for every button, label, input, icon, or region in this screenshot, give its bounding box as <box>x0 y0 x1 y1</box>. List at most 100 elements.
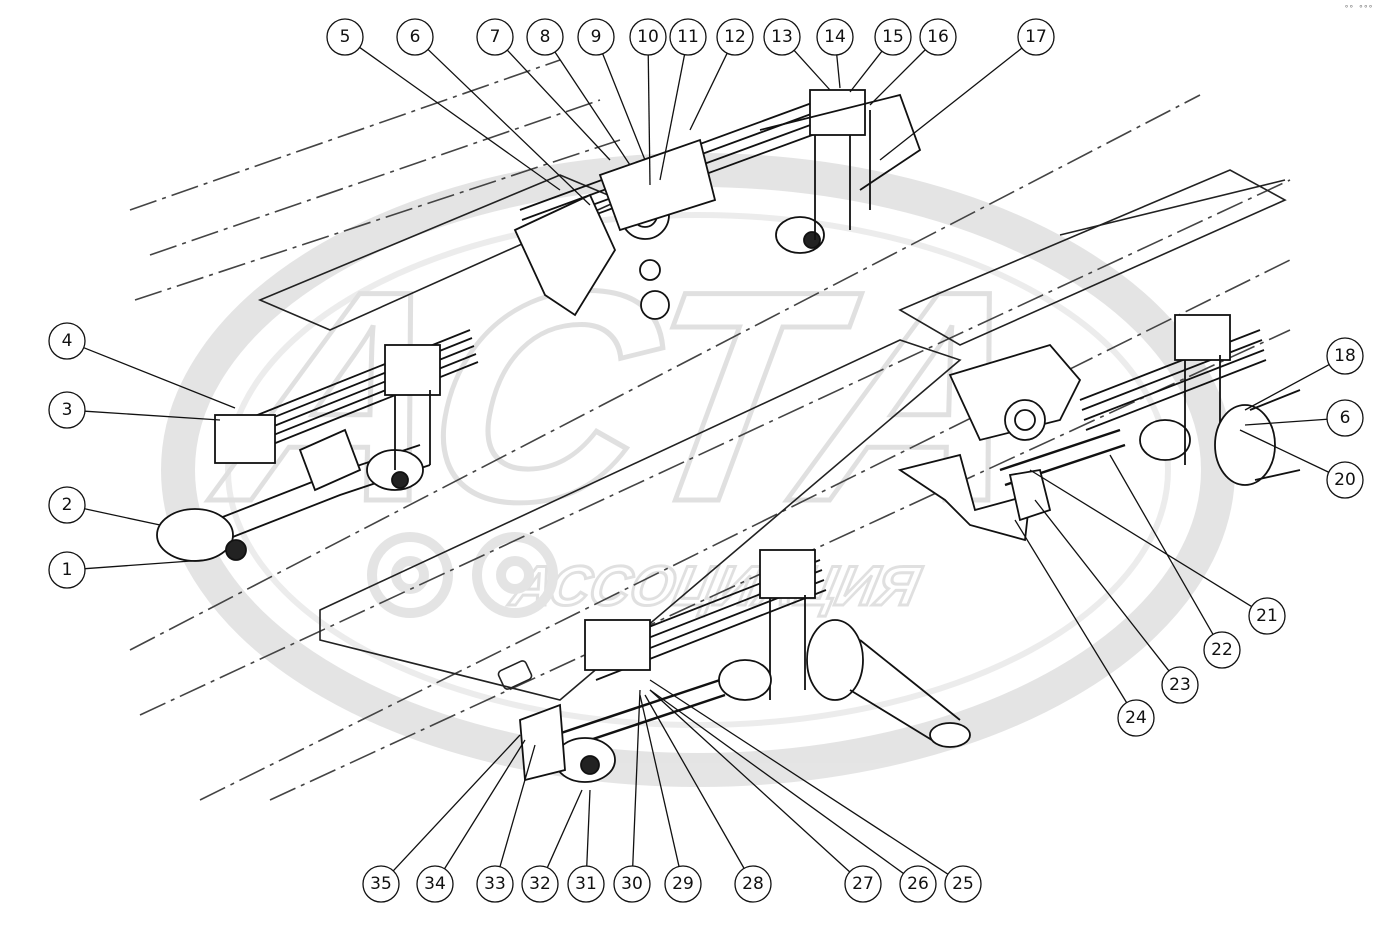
callout-30: 30 <box>613 865 651 903</box>
callout-label: 2 <box>62 495 73 515</box>
callout-6: 6 <box>396 18 434 56</box>
callout-circle <box>919 18 957 56</box>
callout-leader <box>1239 429 1330 473</box>
callout-leader <box>649 689 851 873</box>
callout-label: 33 <box>484 874 506 894</box>
callout-label: 10 <box>637 27 659 47</box>
callout-label: 27 <box>852 874 874 894</box>
callout-20: 20 <box>1326 461 1364 499</box>
callout-3: 3 <box>48 391 86 429</box>
callout-leader <box>443 739 526 870</box>
callout-circle <box>944 865 982 903</box>
callout-leader <box>869 49 926 106</box>
callout-circle <box>1326 337 1364 375</box>
rear-lower-axle-assembly <box>519 549 971 783</box>
callout-10: 10 <box>629 18 667 56</box>
callout-21: 21 <box>1248 597 1286 635</box>
frame-rails <box>129 59 1291 801</box>
callout-label: 35 <box>370 874 392 894</box>
callout-leader <box>639 694 680 867</box>
callout-leader <box>644 694 745 869</box>
callout-circle <box>844 865 882 903</box>
callout-2: 2 <box>48 486 86 524</box>
callout-leader <box>427 48 591 206</box>
callout-leader <box>84 559 206 570</box>
callout-circle <box>521 865 559 903</box>
callout-label: 8 <box>540 27 551 47</box>
callout-circle <box>48 322 86 360</box>
callout-leader <box>546 789 583 868</box>
callout-26: 26 <box>899 865 937 903</box>
callout-circle <box>48 486 86 524</box>
callout-circle <box>816 18 854 56</box>
callout-label: 29 <box>672 874 694 894</box>
callout-circle <box>48 391 86 429</box>
callout-11: 11 <box>669 18 707 56</box>
callout-label: 31 <box>575 874 597 894</box>
callout-label: 24 <box>1125 708 1147 728</box>
callout-circle <box>899 865 937 903</box>
callout-18: 18 <box>1326 337 1364 375</box>
callout-leader <box>1014 519 1128 703</box>
callout-leader <box>879 47 1023 161</box>
callout-25: 25 <box>944 865 982 903</box>
callout-1: 1 <box>48 551 86 589</box>
callout-13: 13 <box>763 18 801 56</box>
callout-leader <box>659 54 686 181</box>
callout-circle <box>1161 666 1199 704</box>
callout-leader <box>506 49 611 161</box>
callout-label: 34 <box>424 874 446 894</box>
callout-32: 32 <box>521 865 559 903</box>
callout-label: 20 <box>1334 470 1356 490</box>
callout-leader <box>649 679 949 875</box>
callout-circle <box>476 865 514 903</box>
callout-label: 15 <box>882 27 904 47</box>
callout-leader <box>1244 418 1328 426</box>
callout-33: 33 <box>476 865 514 903</box>
callout-circle <box>629 18 667 56</box>
callout-24: 24 <box>1117 699 1155 737</box>
callout-circle <box>48 551 86 589</box>
callout-circle <box>326 18 364 56</box>
callout-leader <box>849 50 883 93</box>
callout-leaders <box>83 46 1330 875</box>
callout-label: 17 <box>1025 27 1047 47</box>
callout-label: 6 <box>1340 408 1351 428</box>
callout-8: 8 <box>526 18 564 56</box>
callout-circle <box>1203 631 1241 669</box>
callout-35: 35 <box>362 865 400 903</box>
callout-circle <box>874 18 912 56</box>
callout-label: 21 <box>1256 606 1278 626</box>
callout-circle <box>1326 399 1364 437</box>
callout-label: 28 <box>742 874 764 894</box>
callout-leader <box>586 789 591 867</box>
front-axle-assembly <box>156 329 479 562</box>
callout-label: 32 <box>529 874 551 894</box>
callout-label: 18 <box>1334 346 1356 366</box>
rear-upper-axle-assembly <box>513 89 922 320</box>
callout-label: 5 <box>340 27 351 47</box>
callout-23: 23 <box>1161 666 1199 704</box>
callout-34: 34 <box>416 865 454 903</box>
callout-circle <box>577 18 615 56</box>
callout-label: 7 <box>490 27 501 47</box>
callout-label: 26 <box>907 874 929 894</box>
callout-circle <box>1248 597 1286 635</box>
callout-leader <box>793 49 831 91</box>
callout-label: 1 <box>62 560 73 580</box>
callout-leader <box>392 734 521 872</box>
callout-label: 23 <box>1169 675 1191 695</box>
callout-leader <box>84 508 161 526</box>
callout-label: 30 <box>621 874 643 894</box>
callout-circle <box>567 865 605 903</box>
callout-28: 28 <box>734 865 772 903</box>
callout-label: 16 <box>927 27 949 47</box>
callout-4: 4 <box>48 322 86 360</box>
callout-label: 11 <box>677 27 699 47</box>
callout-22: 22 <box>1203 631 1241 669</box>
callout-circle <box>1017 18 1055 56</box>
callout-leader <box>689 52 728 131</box>
callout-leader <box>83 347 236 409</box>
